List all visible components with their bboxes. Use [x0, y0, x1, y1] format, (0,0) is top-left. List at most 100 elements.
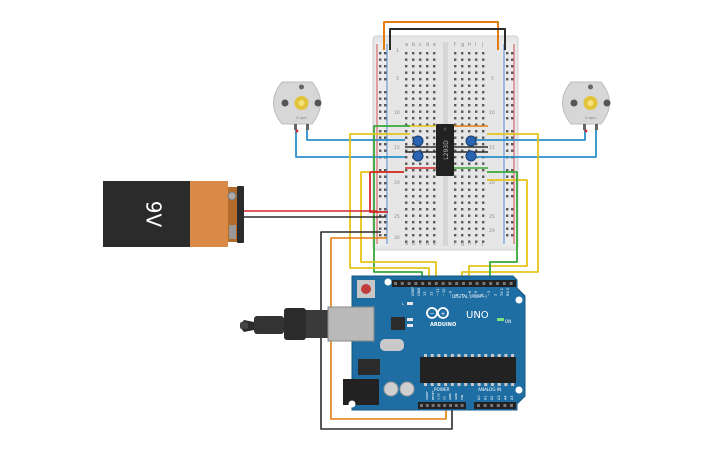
col-d-bottom: d [426, 241, 429, 247]
regulator [358, 359, 380, 375]
uno-label: UNO [466, 310, 489, 321]
power-pin-label: VIN [460, 395, 464, 400]
col-h-bottom: h [468, 241, 471, 247]
power-pin-label: RESET [431, 390, 435, 400]
crystal [380, 339, 404, 351]
col-d: d [426, 42, 429, 48]
digital-pin-label: 4 [481, 293, 485, 296]
col-f: f [454, 42, 456, 48]
digital-pin-label: TX 1 [500, 288, 504, 297]
wire-red-rail [369, 172, 388, 213]
digital-pin-label: ~9 [449, 290, 453, 296]
l293d-chip: L293D [436, 124, 454, 176]
column-letters-bottom: a b c d e f g h i j [405, 241, 483, 247]
power-header [418, 402, 466, 409]
col-a-bottom: a [405, 241, 408, 247]
wire-blue-motor-left-b [306, 130, 405, 141]
row-num: 5 [491, 76, 494, 82]
col-e: e [433, 42, 436, 48]
digital-pin-label: ~11 [436, 288, 440, 296]
row-num: 25 [489, 214, 495, 220]
digital-pin-label: ~6 [468, 290, 472, 296]
col-j-bottom: j [481, 241, 483, 247]
gnd-label: GND [417, 288, 421, 296]
digital-pin-label: 7 [461, 294, 465, 296]
digital-pin-label: ~10 [442, 288, 446, 296]
wire-blue-motor-right-b [470, 130, 597, 158]
digital-pin-label: RX 0 [506, 287, 510, 296]
breadboard-holes [379, 52, 514, 243]
power-wires [244, 210, 453, 430]
row-num: 1 [396, 48, 399, 54]
l-label: L [402, 302, 404, 306]
analog-pin-label: A2 [490, 396, 494, 400]
row-num: 30 [394, 235, 400, 241]
usb-plug-body [254, 316, 284, 334]
chip-label: L293D [443, 140, 450, 160]
breadboard-components [412, 135, 477, 162]
row-num: 20 [489, 180, 495, 186]
col-b-bottom: b [412, 241, 415, 247]
power-pin-label: 5V [442, 395, 446, 400]
analog-label: ANALOG IN [478, 387, 501, 392]
wire-yellow-right-b [468, 179, 528, 284]
col-j: j [481, 42, 483, 48]
wire-black-top [389, 28, 506, 50]
motor-left: 0 rpm [273, 81, 322, 130]
row-num: 25 [394, 214, 400, 220]
digital-pin-label: ~5 [474, 291, 478, 296]
wire-black-gnd [320, 231, 453, 430]
col-h: h [468, 42, 471, 48]
svg-text:+: + [440, 311, 445, 318]
col-c: c [419, 42, 422, 48]
digital-pwm-label: DIGITAL (PWM~) [452, 294, 487, 299]
control-wires [349, 125, 539, 284]
on-led [497, 318, 504, 321]
row-num: 5 [396, 76, 399, 82]
reset-button-cap[interactable] [361, 284, 371, 294]
power-pin-label: GND [454, 392, 458, 400]
col-i-bottom: i [475, 241, 476, 247]
arduino-logo-text: ARDUINO [430, 322, 456, 328]
col-g: g [461, 42, 464, 48]
wire-orange-5v [330, 237, 447, 420]
power-pin-label: IOREF [425, 391, 429, 400]
analog-pin-label: A1 [484, 396, 488, 400]
arduino-logo: − + ARDUINO [426, 307, 456, 328]
svg-text:−: − [429, 310, 434, 317]
row-num: 10 [489, 110, 495, 116]
col-g-bottom: g [461, 241, 464, 247]
digital-pin-label: ~3 [487, 291, 491, 296]
row-numbers-left: 1 5 10 15 20 25 30 [394, 48, 400, 241]
motor-rpm-label: 0 rpm [585, 116, 596, 120]
battery-9v: 9V [103, 181, 244, 247]
wire-blue-motor-left-a [295, 130, 405, 158]
analog-pin-label: A3 [497, 396, 501, 400]
wires-top [383, 21, 506, 50]
power-jack [343, 379, 379, 405]
usb-cable [240, 308, 330, 340]
analog-pin-label: A5 [510, 396, 514, 400]
power-label: POWER [434, 387, 450, 392]
col-b: b [412, 42, 415, 48]
digital-pin-label: 8 [455, 293, 459, 296]
usb-socket [327, 306, 375, 342]
col-a: a [405, 42, 408, 48]
col-c-bottom: c [419, 241, 422, 247]
col-f-bottom: f [454, 241, 456, 247]
wire-yellow-left-a [349, 133, 430, 284]
capacitor [399, 381, 415, 397]
row-num: 29 [489, 228, 495, 234]
analog-header [474, 402, 516, 409]
row-num: 10 [394, 110, 400, 116]
capacitor [383, 381, 399, 397]
col-e-bottom: e [433, 241, 436, 247]
motor-wires [295, 129, 597, 158]
chip-jumpers [405, 125, 488, 169]
analog-pin-label: A0 [477, 396, 481, 400]
on-label: ON [505, 319, 511, 324]
wire-blue-motor-right-a [470, 130, 586, 141]
col-i: i [475, 42, 476, 48]
